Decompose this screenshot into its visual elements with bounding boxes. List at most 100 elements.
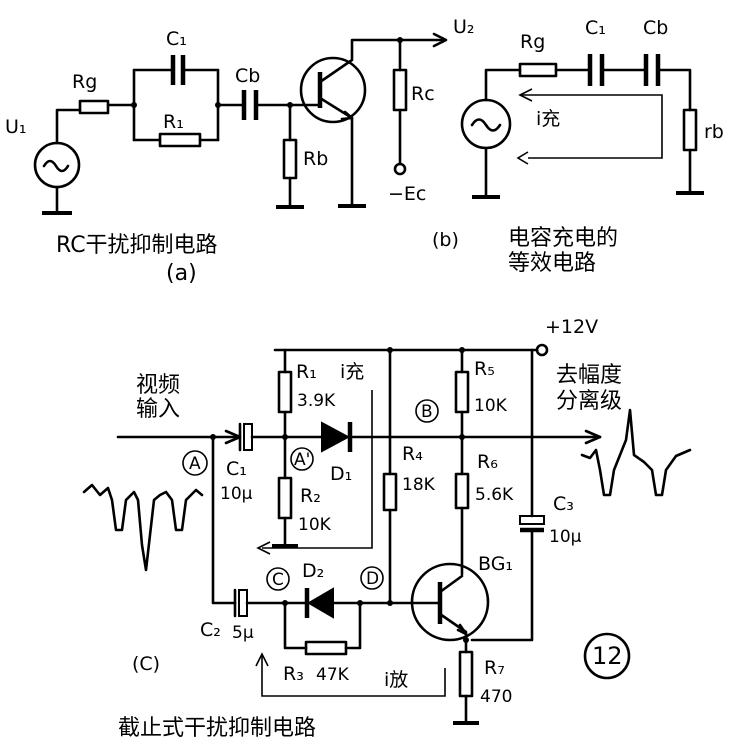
label-cb: Cb bbox=[235, 65, 260, 87]
resistor-r7 bbox=[458, 650, 474, 698]
resistor-r3 bbox=[304, 640, 348, 656]
resistor-rc bbox=[392, 68, 408, 112]
capacitor-c1 bbox=[170, 55, 186, 85]
resistor-rg-b bbox=[518, 62, 558, 78]
current-loop-ichong-b bbox=[522, 94, 663, 159]
resistor-rb bbox=[282, 138, 298, 180]
label-u2: U₂ bbox=[453, 16, 475, 38]
sine-icon bbox=[470, 118, 502, 132]
label-video-in-1: 视频 bbox=[136, 373, 180, 398]
arrow-icon bbox=[516, 151, 529, 165]
arrow-icon bbox=[255, 652, 269, 667]
arrow-icon bbox=[518, 88, 533, 102]
label-figure-number: 12 bbox=[592, 642, 623, 670]
label-c3-value: 10μ bbox=[549, 527, 582, 547]
label-ifang: i放 bbox=[384, 669, 408, 691]
label-r3: R₃ bbox=[283, 663, 304, 685]
caption-b-line2: 等效电路 bbox=[508, 251, 596, 276]
label-r5: R₅ bbox=[474, 358, 495, 380]
diode-d2 bbox=[307, 587, 334, 619]
label-c3: C₃ bbox=[553, 493, 574, 515]
caption-b-prefix: (b) bbox=[432, 229, 459, 251]
label-r7: R₇ bbox=[484, 657, 505, 679]
label-c1-value: 10μ bbox=[220, 484, 253, 504]
signal-source-u1 bbox=[33, 141, 81, 189]
label-u1: U₁ bbox=[5, 116, 27, 138]
resistor-r1-c bbox=[277, 370, 293, 414]
label-ichong-b: i充 bbox=[536, 108, 560, 130]
label-node-d: D bbox=[366, 569, 379, 589]
label-ec: −Ec bbox=[388, 183, 426, 205]
resistor-rg bbox=[78, 99, 110, 115]
label-c1: C₁ bbox=[166, 28, 187, 50]
resistor-r2-c bbox=[277, 476, 293, 520]
terminal-ec bbox=[393, 162, 407, 176]
caption-c: 截止式干扰抑制电路 bbox=[118, 716, 316, 741]
figure-number-badge bbox=[583, 632, 631, 680]
arrow-icon bbox=[256, 541, 271, 555]
label-node-b: B bbox=[421, 402, 433, 422]
diagram-c-cutoff-suppression: +12V 视频 输入 C₁ 10μ A R₁ 3.9K R₂ 10K A' bbox=[82, 316, 692, 741]
resistor-r4 bbox=[382, 472, 398, 512]
node-marker-a bbox=[182, 450, 208, 476]
diode-d1 bbox=[321, 421, 351, 453]
label-r3-value: 47K bbox=[316, 665, 350, 685]
label-supply: +12V bbox=[545, 316, 598, 338]
label-r6: R₆ bbox=[477, 451, 498, 473]
label-ichong-c: i充 bbox=[340, 361, 364, 383]
label-bg1: BG₁ bbox=[478, 553, 513, 575]
capacitor-c1-b bbox=[587, 54, 605, 86]
capacitor-c3 bbox=[519, 515, 545, 525]
label-r1-value: 3.9K bbox=[297, 391, 336, 411]
node-marker-b bbox=[415, 399, 439, 423]
label-rg-b: Rg bbox=[520, 31, 545, 53]
diagram-b-charging-equivalent: Rg C₁ Cb rb i充 (b) 电容充电的 等效电路 bbox=[432, 17, 724, 276]
label-d2: D₂ bbox=[302, 560, 324, 582]
label-rb: Rb bbox=[303, 148, 328, 170]
label-c1-c: C₁ bbox=[226, 458, 247, 480]
label-node-a-prime: A' bbox=[294, 450, 310, 470]
current-path-ifang bbox=[261, 656, 446, 697]
current-path-ichong-c bbox=[262, 390, 373, 549]
label-cb-b: Cb bbox=[643, 17, 668, 39]
label-d1: D₁ bbox=[330, 463, 352, 485]
label-rc: Rc bbox=[411, 83, 435, 105]
label-c2-value: 5μ bbox=[232, 623, 254, 643]
label-c1-b: C₁ bbox=[585, 17, 606, 39]
transistor-a bbox=[299, 56, 367, 124]
label-r2-value: 10K bbox=[298, 515, 332, 535]
capacitor-cb-b bbox=[643, 54, 661, 86]
input-waveform bbox=[82, 483, 204, 572]
caption-b-line1: 电容充电的 bbox=[508, 226, 618, 251]
node-marker-c bbox=[266, 567, 290, 591]
label-r4: R₄ bbox=[402, 443, 423, 465]
label-r4-value: 18K bbox=[402, 475, 436, 495]
label-node-a: A bbox=[189, 454, 201, 474]
label-node-c: C bbox=[272, 570, 284, 590]
diagram-a-rc-suppression: U₁ Rg C₁ R₁ Cb Rb Rc U₂ −Ec RC干扰抑制电路 (a) bbox=[5, 16, 475, 286]
output-waveform bbox=[580, 408, 692, 497]
label-c2: C₂ bbox=[200, 619, 221, 641]
label-to-stage-1: 去幅度 bbox=[556, 363, 622, 388]
caption-a-sub: (a) bbox=[166, 261, 197, 286]
label-r5-value: 10K bbox=[474, 396, 508, 416]
label-r1-c: R₁ bbox=[296, 361, 317, 383]
label-video-in-2: 输入 bbox=[136, 397, 180, 422]
label-r7-value: 470 bbox=[480, 687, 512, 707]
arrow-icon bbox=[432, 32, 448, 48]
label-r6-value: 5.6K bbox=[475, 485, 514, 505]
capacitor-cb bbox=[241, 90, 259, 120]
caption-a: RC干扰抑制电路 bbox=[56, 233, 218, 258]
terminal-12v bbox=[535, 343, 549, 357]
node-marker-a-prime bbox=[290, 447, 314, 471]
label-rg: Rg bbox=[72, 71, 97, 93]
caption-c-prefix: (C) bbox=[132, 653, 160, 675]
node-marker-d bbox=[360, 566, 384, 590]
resistor-r1 bbox=[158, 132, 202, 148]
label-rb-b: rb bbox=[704, 121, 724, 143]
resistor-r6 bbox=[454, 472, 470, 510]
label-r2-c: R₂ bbox=[300, 485, 321, 507]
resistor-rb-b bbox=[682, 108, 698, 152]
label-r1: R₁ bbox=[163, 111, 184, 133]
